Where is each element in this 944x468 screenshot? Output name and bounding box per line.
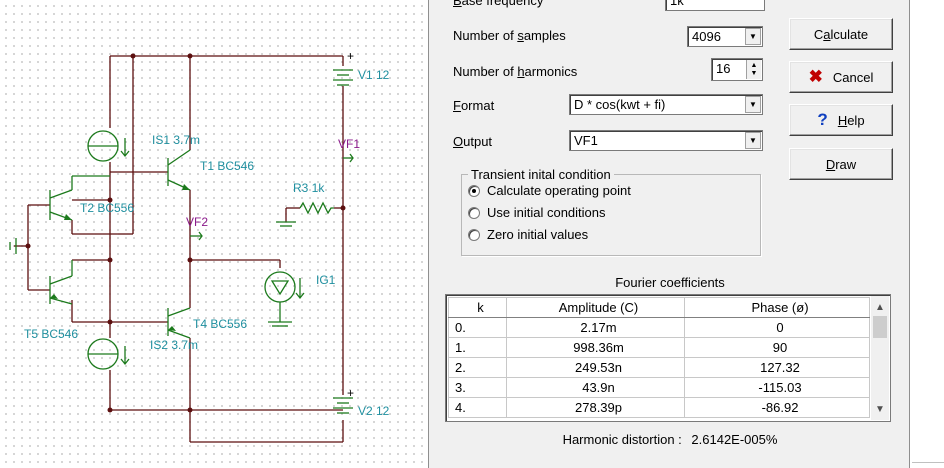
fourier-table[interactable]: k Amplitude (C) Phase (ø) 0. 2.17m 0 1. … [445, 294, 891, 422]
t2-label: T2 BC556 [80, 201, 135, 215]
column-header-amplitude: Amplitude (C) [506, 297, 685, 318]
num-samples-label: Number of samples [453, 28, 566, 43]
draw-button[interactable]: Draw [789, 148, 893, 180]
column-header-phase: Phase (ø) [684, 297, 870, 318]
ig1-label: IG1 [316, 273, 336, 287]
chevron-down-icon[interactable]: ▼ [745, 132, 761, 149]
radio-use-initial-conditions[interactable]: Use initial conditions [468, 205, 606, 220]
help-icon: ? [817, 110, 828, 129]
transient-condition-group: Transient inital condition Calculate ope… [461, 167, 761, 256]
cell-phase: 0 [684, 317, 870, 338]
cell-k: 4. [448, 397, 507, 418]
format-select[interactable]: D * cos(kwt + fi) ▼ [569, 94, 763, 115]
cell-k: 2. [448, 357, 507, 378]
vf2-label: VF2 [186, 215, 209, 229]
v2-plus-sign: + [347, 386, 355, 400]
cell-phase: -115.03 [684, 377, 870, 398]
radio-zero-initial-values[interactable]: Zero initial values [468, 227, 588, 242]
window-background [910, 0, 944, 468]
t4-label: T4 BC556 [193, 317, 248, 331]
harmonic-distortion: Harmonic distortion : 2.6142E-005% [429, 432, 911, 447]
stepper-arrows-icon[interactable]: ▲▼ [746, 60, 761, 79]
cell-amplitude: 2.17m [506, 317, 685, 338]
cancel-button[interactable]: ✖Cancel [789, 61, 893, 93]
is1-label: IS1 3.7m [152, 133, 201, 147]
chevron-down-icon[interactable]: ▼ [745, 96, 761, 113]
circuit-schematic[interactable]: + V1 12 + V2 12 VF1 VF2 IS1 3.7m IS2 3.7… [0, 0, 428, 468]
radio-calculate-operating-point[interactable]: Calculate operating point [468, 183, 631, 198]
fourier-analysis-dialog: Base frequency 1k Number of samples 4096… [428, 0, 910, 468]
column-header-k: k [448, 297, 507, 318]
num-samples-select[interactable]: 4096 ▼ [687, 26, 763, 47]
output-select[interactable]: VF1 ▼ [569, 130, 763, 151]
schematic-wires [9, 53, 354, 443]
cell-amplitude: 278.39p [506, 397, 685, 418]
v1-plus-sign: + [347, 49, 355, 63]
cell-phase: 127.32 [684, 357, 870, 378]
cell-k: 1. [448, 337, 507, 358]
table-row[interactable]: 2. 249.53n 127.32 [448, 357, 870, 378]
cell-amplitude: 249.53n [506, 357, 685, 378]
table-row[interactable]: 4. 278.39p -86.92 [448, 397, 870, 418]
num-harmonics-stepper[interactable]: 16 ▲▼ [711, 58, 763, 81]
is2-label: IS2 3.7m [150, 338, 199, 352]
table-header-row: k Amplitude (C) Phase (ø) [448, 297, 870, 318]
table-scrollbar[interactable]: ▲ ▼ [871, 296, 889, 420]
harmonic-distortion-label: Harmonic distortion : [562, 432, 682, 447]
output-label: Output [453, 134, 493, 149]
radio-selected-icon[interactable] [468, 184, 480, 197]
scrollbar-thumb[interactable] [873, 316, 887, 338]
num-harmonics-label: Number of harmonics [453, 64, 578, 79]
v2-label: V2 12 [358, 404, 390, 418]
cell-amplitude: 998.36m [506, 337, 685, 358]
fourier-coefficients-title: Fourier coefficients [615, 275, 725, 290]
cell-amplitude: 43.9n [506, 377, 685, 398]
t5-label: T5 BC546 [24, 327, 79, 341]
divider [912, 462, 944, 463]
cell-phase: 90 [684, 337, 870, 358]
t1-label: T1 BC546 [200, 159, 255, 173]
scroll-up-icon[interactable]: ▲ [875, 301, 885, 313]
chevron-down-icon[interactable]: ▼ [745, 28, 761, 45]
scroll-down-icon[interactable]: ▼ [875, 403, 885, 415]
cell-k: 0. [448, 317, 507, 338]
v1-label: V1 12 [358, 68, 390, 82]
table-row[interactable]: 1. 998.36m 90 [448, 337, 870, 358]
vf1-label: VF1 [338, 137, 361, 151]
cell-k: 3. [448, 377, 507, 398]
radio-icon[interactable] [468, 206, 480, 219]
transient-condition-title: Transient inital condition [468, 167, 614, 182]
r3-label: R3 1k [293, 181, 325, 195]
cell-phase: -86.92 [684, 397, 870, 418]
radio-icon[interactable] [468, 228, 480, 241]
base-frequency-input[interactable]: 1k [665, 0, 765, 11]
format-label: Format [453, 98, 495, 113]
table-row[interactable]: 0. 2.17m 0 [448, 317, 870, 338]
table-row[interactable]: 3. 43.9n -115.03 [448, 377, 870, 398]
close-icon: ✖ [808, 67, 823, 86]
help-button[interactable]: ?Help [789, 104, 893, 136]
base-frequency-label: Base frequency [453, 0, 544, 8]
harmonic-distortion-value: 2.6142E-005% [691, 432, 778, 447]
